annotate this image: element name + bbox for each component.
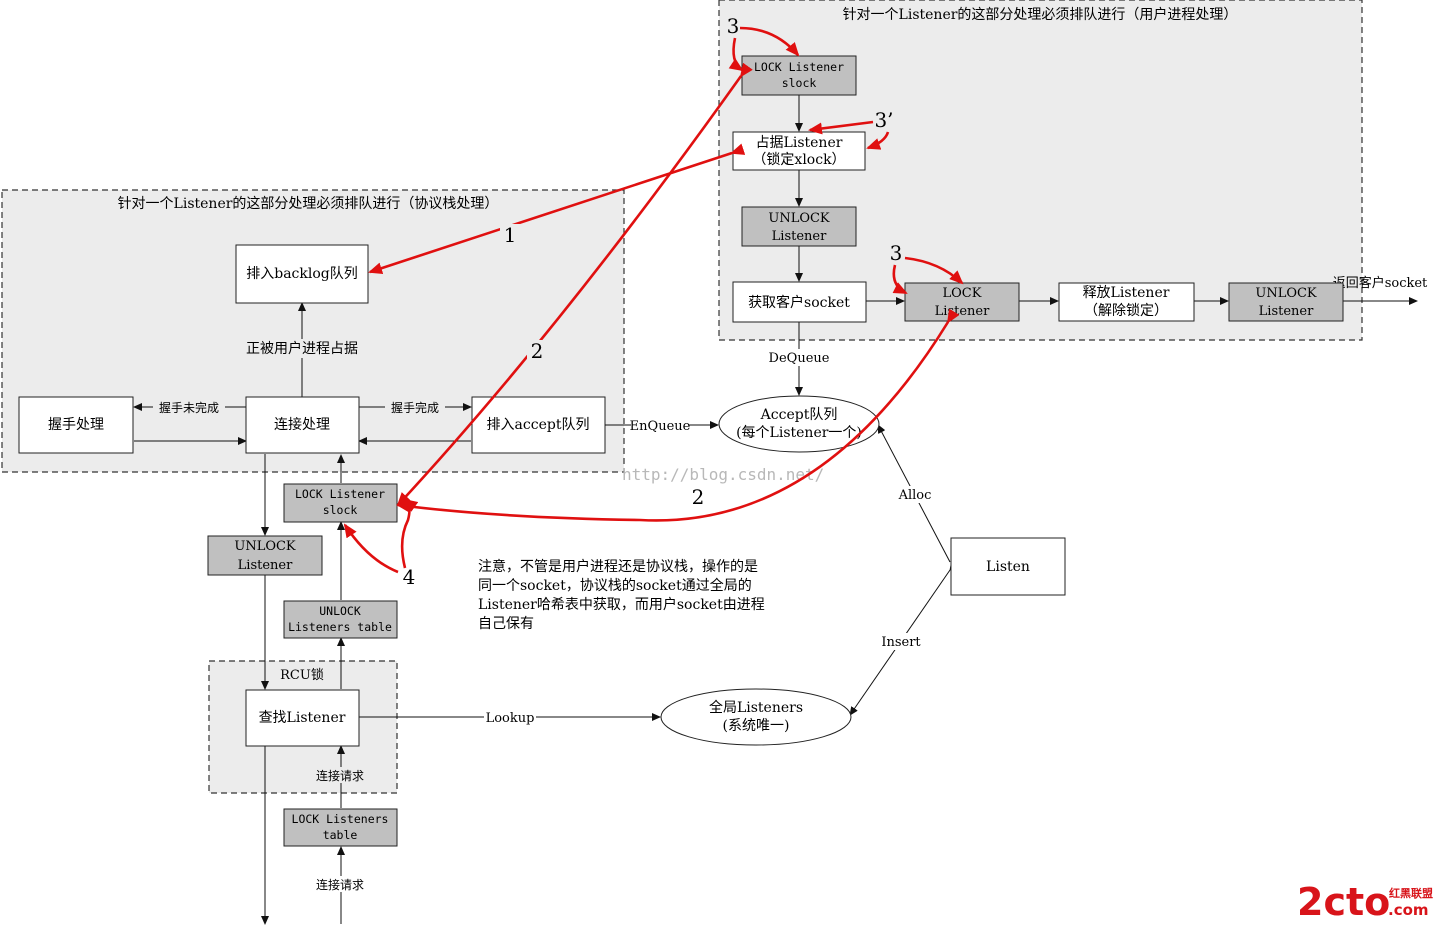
svg-text:Listener哈希表中获取，而用户socket由进程: Listener哈希表中获取，而用户socket由进程 (478, 596, 765, 613)
label-dequeue: DeQueue (769, 351, 830, 366)
svg-text:同一个socket，协议栈的socket通过全局的: 同一个socket，协议栈的socket通过全局的 (478, 577, 752, 594)
svg-text:连接处理: 连接处理 (274, 416, 330, 433)
svg-text:UNLOCK: UNLOCK (768, 211, 830, 226)
node-unlock-listener-right: UNLOCK Listener (1228, 282, 1344, 322)
red-label-1: 1 (504, 223, 517, 247)
label-return-socket: 返回客户socket (1333, 275, 1428, 291)
svg-text:LOCK: LOCK (943, 286, 982, 301)
svg-text:Listener: Listener (238, 558, 293, 573)
red-label-2a: 2 (531, 339, 544, 363)
svg-text:释放Listener: 释放Listener (1083, 285, 1170, 301)
red-label-3a: 3 (727, 14, 740, 38)
label-occupied-by-user: 正被用户进程占据 (246, 340, 358, 357)
note-text: 注意，不管是用户进程还是协议栈，操作的是 同一个socket，协议栈的socke… (478, 558, 765, 632)
node-lock-listeners-table: LOCK Listeners table (283, 808, 398, 847)
red-label-2b: 2 (692, 485, 705, 509)
node-connection-processing: 连接处理 (245, 396, 360, 454)
node-get-client-socket: 获取客户socket (732, 281, 867, 323)
node-release-listener: 释放Listener （解除锁定） (1058, 282, 1195, 322)
red-label-3c: 3 (890, 241, 903, 265)
node-listen: Listen (950, 537, 1066, 596)
node-lock-slock-top: LOCK Listener slock (741, 55, 857, 96)
node-global-listeners: 全局Listeners (系统唯一) (660, 688, 852, 746)
region-protocol-stack-title: 针对一个Listener的这部分处理必须排队进行（协议栈处理） (118, 195, 499, 212)
node-unlock-listener-left: UNLOCK Listener (207, 535, 323, 576)
node-lock-listener-mid: LOCK Listener (904, 282, 1020, 322)
svg-text:UNLOCK: UNLOCK (319, 604, 361, 618)
node-handshake: 握手处理 (18, 396, 134, 454)
label-enqueue: EnQueue (630, 419, 691, 434)
svg-text:slock: slock (323, 503, 358, 517)
watermark-text: http://blog.csdn.net/ (622, 465, 824, 484)
logo-tag: 红黑联盟 (1389, 886, 1433, 900)
svg-text:自己保有: 自己保有 (478, 616, 534, 632)
svg-text:(每个Listener一个): (每个Listener一个) (736, 425, 862, 441)
svg-text:（解除锁定）: （解除锁定） (1084, 303, 1168, 319)
red-label-4: 4 (403, 565, 416, 589)
label-handshake-complete: 握手完成 (391, 400, 439, 415)
red-annotations (343, 26, 964, 574)
svg-text:排入backlog队列: 排入backlog队列 (246, 266, 358, 282)
svg-text:Listener: Listener (1259, 304, 1314, 319)
label-lookup: Lookup (486, 711, 535, 726)
svg-text:Listeners table: Listeners table (288, 620, 392, 634)
svg-text:注意，不管是用户进程还是协议栈，操作的是: 注意，不管是用户进程还是协议栈，操作的是 (478, 558, 758, 575)
node-unlock-listener-top: UNLOCK Listener (741, 206, 857, 247)
label-conn-request-2: 连接请求 (316, 877, 364, 892)
svg-text:（锁定xlock）: （锁定xlock） (752, 152, 845, 168)
node-accept-queue-insert: 排入accept队列 (471, 396, 606, 454)
node-lock-slock-bottom: LOCK Listener slock (283, 483, 398, 523)
svg-text:Listen: Listen (986, 559, 1030, 575)
node-occupy-listener: 占据Listener （锁定xlock） (732, 131, 866, 171)
svg-text:LOCK Listener: LOCK Listener (295, 487, 385, 501)
svg-text:UNLOCK: UNLOCK (1255, 286, 1317, 301)
region-rcu-lock-title: RCU锁 (280, 667, 324, 683)
node-backlog-queue: 排入backlog队列 (235, 244, 369, 304)
svg-text:Accept队列: Accept队列 (760, 407, 838, 423)
svg-text:排入accept队列: 排入accept队列 (487, 417, 590, 433)
svg-text:占据Listener: 占据Listener (756, 135, 843, 151)
node-unlock-listeners-table: UNLOCK Listeners table (283, 600, 398, 639)
svg-text:握手处理: 握手处理 (48, 417, 104, 433)
svg-text:LOCK Listener: LOCK Listener (754, 60, 844, 74)
region-user-process-title: 针对一个Listener的这部分处理必须排队进行（用户进程处理） (843, 6, 1238, 23)
node-lookup-listener: 查找Listener (245, 689, 360, 747)
svg-text:查找Listener: 查找Listener (259, 710, 346, 726)
svg-text:slock: slock (782, 76, 817, 90)
logo-main: 2cto (1297, 880, 1390, 924)
node-accept-queue: Accept队列 (每个Listener一个) (718, 395, 880, 453)
site-logo: 2cto .com 红黑联盟 (1297, 880, 1433, 924)
logo-suffix: .com (1388, 901, 1429, 919)
red-label-3-prime: 3’ (874, 108, 893, 132)
svg-text:(系统唯一): (系统唯一) (723, 718, 790, 734)
label-conn-request-1: 连接请求 (316, 768, 364, 783)
label-handshake-incomplete: 握手未完成 (159, 400, 219, 415)
label-insert: Insert (881, 635, 921, 650)
red-labels: 1 2 2 3 3’ 3 4 (403, 14, 903, 589)
svg-text:获取客户socket: 获取客户socket (748, 294, 850, 311)
svg-text:全局Listeners: 全局Listeners (709, 699, 803, 716)
svg-text:Listener: Listener (935, 304, 990, 319)
svg-text:LOCK Listeners: LOCK Listeners (292, 812, 389, 826)
svg-text:table: table (323, 828, 358, 842)
svg-text:UNLOCK: UNLOCK (234, 539, 296, 554)
svg-text:Listener: Listener (772, 229, 827, 244)
label-alloc: Alloc (898, 488, 932, 503)
